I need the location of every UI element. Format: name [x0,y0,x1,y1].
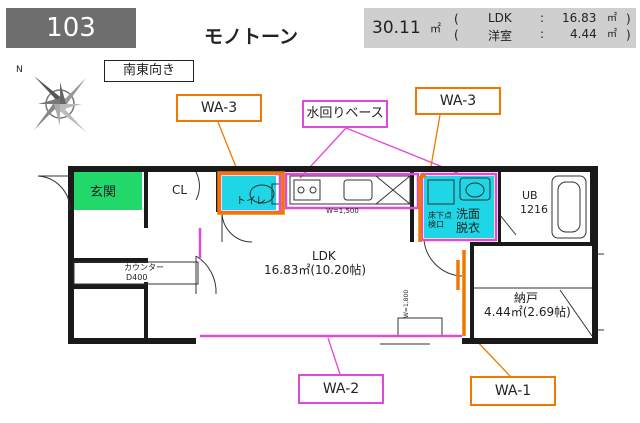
room-label-ub: UB [522,189,538,202]
callout-wa3-left: WA-3 [176,94,262,122]
room-label-washroom: 洗面脱衣 [456,207,481,235]
callout-wa1: WA-1 [470,376,556,406]
paren-close-2: ) [626,28,631,42]
room-label-ldk: LDK [488,11,512,25]
room-area-storage: 4.44㎡(2.69帖) [484,305,571,319]
area-summary: 30.11 ㎡ ( LDK : 16.83 ㎡ ) ( 洋室 : 4.44 ㎡ … [364,8,636,48]
compass-rose-icon [34,76,86,132]
room-value-western: 4.44 [570,27,597,41]
unit-number: 103 [6,8,136,48]
room-sep-western: : [540,27,545,41]
callout-water-base: 水回りベース [302,100,388,128]
orientation-label: 南東向き [104,60,194,82]
room-sep-ldk: : [540,11,545,25]
counter-depth-label: D400 [126,273,148,282]
kitchen-width-label: W=1,500 [326,207,359,215]
total-area-unit: ㎡ [430,22,441,35]
room-label-storage: 納戸 [514,291,539,305]
room-label-toilet: トイレ [236,196,266,207]
paren-open-1: ( [454,12,459,26]
counter-label: カウンター [124,263,164,272]
floorplan-type-name: モノトーン [204,26,299,48]
room-label-entrance: 玄関 [90,185,117,200]
room-label-ub-size: 1216 [520,203,548,216]
paren-open-2: ( [454,28,459,42]
room-label-ldk: LDK [312,249,336,263]
paren-close-1: ) [626,12,631,26]
room-label-closet: CL [172,183,188,197]
callout-wa2: WA-2 [298,374,384,404]
callout-wa3-right: WA-3 [415,87,501,115]
bay-width-label: W=1,800 [403,289,410,318]
laundry-pan-label: 床下点検口 [428,211,452,229]
room-area-ldk: 16.83㎡(10.20帖) [264,263,367,277]
room-unit-western: ㎡ [607,29,617,40]
compass-north-label: N [16,65,23,75]
room-value-ldk: 16.83 [562,11,597,25]
total-area: 30.11 [372,18,421,38]
room-unit-ldk: ㎡ [607,13,617,24]
room-label-western: 洋室 [488,29,513,43]
